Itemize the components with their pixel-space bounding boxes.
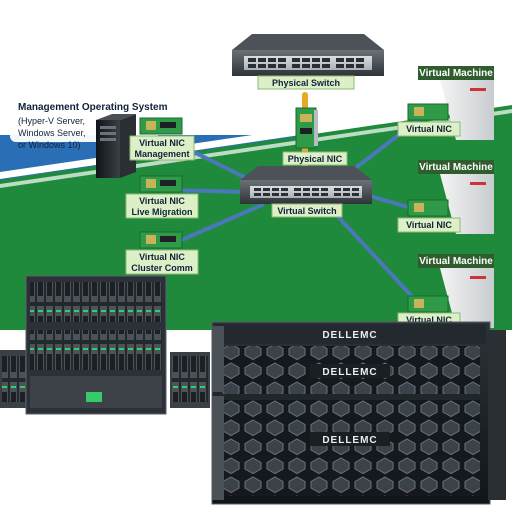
physical-nic-label: Physical NIC [288, 154, 343, 164]
physical-nic: Physical NIC [282, 107, 348, 166]
virtual-switch-label: Virtual Switch [277, 206, 336, 216]
vnic-cluster-comm: Virtual NIC Cluster Comm [125, 231, 199, 275]
vnic-cluster-comm-label-2: Cluster Comm [131, 263, 193, 273]
vnic-live-migration-label-1: Virtual NIC [139, 196, 185, 206]
vm1-header [418, 66, 494, 80]
management-os-line-3: or Windows 10) [18, 140, 81, 150]
vm2-title: Virtual Machine [419, 162, 493, 173]
virtual-machine-2: Virtual Machine Virtual NIC [397, 160, 494, 234]
link-vm3 [328, 206, 422, 307]
vm3-nic-label: Virtual NIC [406, 315, 452, 325]
rack-server-3: DELLEMC [222, 400, 480, 496]
vm3-title: Virtual Machine [419, 256, 493, 267]
tower-server-icon [96, 114, 136, 178]
virtual-machine-1: Virtual Machine Virtual NIC [397, 66, 494, 140]
vnic-management-label-2: Management [134, 149, 189, 159]
vm2-nic-label: Virtual NIC [406, 220, 452, 230]
rack-server-stack: DELLEMC DELLEMC DELLEMC [211, 321, 506, 505]
rack-server-1: DELLEMC [214, 324, 486, 344]
rack-server-side [212, 326, 224, 500]
vm1-title: Virtual Machine [419, 68, 493, 79]
rack-server-2: DELLEMC [222, 346, 480, 394]
vnic-management: Virtual NIC Management [129, 117, 195, 161]
status-display [86, 392, 102, 402]
management-os-line-1: (Hyper-V Server, [18, 116, 85, 126]
link-cluster-comm [168, 203, 264, 247]
vnic-live-migration-label-2: Live Migration [131, 207, 192, 217]
server2-brand: DELLEMC [322, 367, 377, 378]
vm1-nic-label: Virtual NIC [406, 124, 452, 134]
server1-brand: DELLEMC [322, 330, 377, 341]
vnic-management-label-1: Virtual NIC [139, 138, 185, 148]
physical-switch: Physical Switch [232, 34, 384, 90]
link-live-migration [168, 188, 250, 194]
switch-ports [248, 58, 364, 68]
server3-brand: DELLEMC [322, 435, 377, 446]
virtual-switch: Virtual Switch [240, 166, 372, 218]
management-os: Management Operating System (Hyper-V Ser… [10, 96, 168, 178]
physical-switch-label: Physical Switch [272, 78, 340, 88]
vnic-cluster-comm-label-1: Virtual NIC [139, 252, 185, 262]
vnic-live-migration: Virtual NIC Live Migration [125, 175, 199, 219]
virtual-switch-ports [254, 188, 359, 196]
physical-switch-label-bg [257, 75, 355, 90]
management-os-line-2: Windows Server, [18, 128, 86, 138]
management-os-title: Management Operating System [18, 102, 168, 113]
blade-enclosure [0, 275, 210, 415]
